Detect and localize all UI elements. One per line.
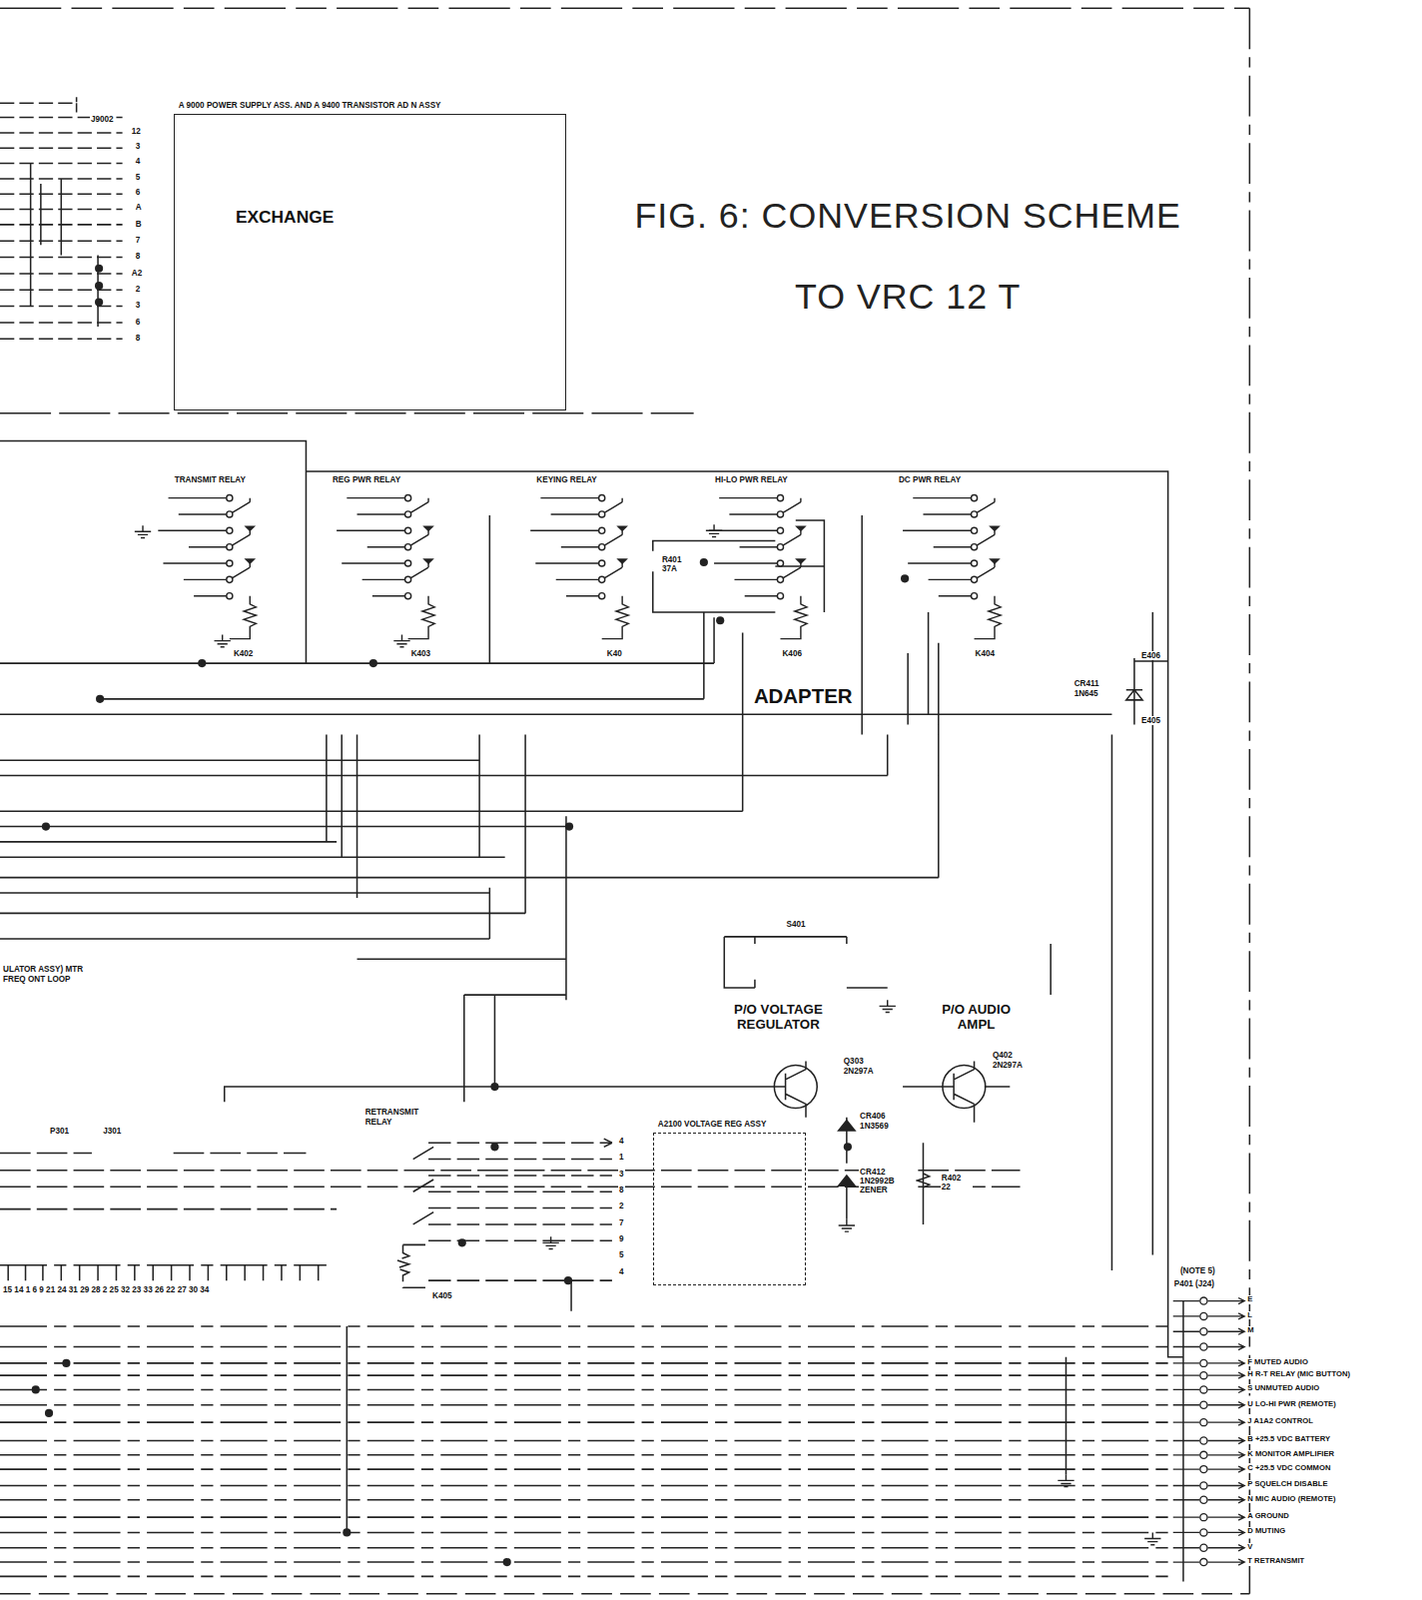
schematic-label: M — [1246, 1326, 1255, 1336]
schematic-label: DC PWR RELAY — [897, 475, 962, 485]
schematic-label: J301 — [101, 1126, 122, 1136]
schematic-label: R402 22 — [940, 1173, 974, 1193]
schematic-label: HI-LO PWR RELAY — [713, 475, 789, 485]
schematic-label: D MUTING — [1246, 1526, 1287, 1536]
schematic-label: 5 — [134, 172, 142, 182]
schematic-label: Q303 2N297A — [842, 1056, 890, 1076]
schematic-label: N MIC AUDIO (REMOTE) — [1246, 1494, 1337, 1504]
schematic-label: RETRANSMIT RELAY — [364, 1107, 432, 1127]
schematic-label: CR412 1N2992B ZENER — [858, 1167, 916, 1196]
schematic-label: Q402 2N297A — [991, 1050, 1039, 1070]
schematic-label: 2 — [134, 284, 142, 294]
schematic-label: T RETRANSMIT — [1246, 1556, 1306, 1566]
schematic-label: P301 — [48, 1126, 70, 1136]
schematic-label: 15 14 1 6 9 21 24 31 29 28 2 25 32 23 33… — [1, 1285, 210, 1295]
schematic-label: K405 — [431, 1291, 454, 1301]
schematic-label: A2 — [130, 268, 143, 278]
schematic-label: 4 — [134, 156, 142, 166]
schematic-label: REG PWR RELAY — [331, 475, 402, 485]
schematic-label: 8 — [134, 251, 142, 261]
schematic-label: 4 — [618, 1267, 626, 1277]
schematic-label: P SQUELCH DISABLE — [1246, 1479, 1329, 1489]
schematic-label: ADAPTER — [752, 685, 854, 710]
figure-title: FIG. 6: CONVERSION SCHEME TO VRC 12 T — [612, 175, 1204, 339]
schematic-label: KEYING RELAY — [535, 475, 598, 485]
schematic-label: CR406 1N3569 — [858, 1111, 914, 1131]
schematic-label: L — [1246, 1311, 1254, 1321]
schematic-label: 6 — [134, 187, 142, 197]
schematic-label: K406 — [780, 649, 803, 659]
schematic-label: K403 — [410, 649, 433, 659]
schematic-label: B — [134, 219, 143, 229]
schematic-label: R401 37A — [661, 555, 695, 575]
schematic-label: 6 — [134, 317, 142, 327]
schematic-label: P/O AUDIO AMPL — [936, 1001, 1017, 1033]
schematic-label: E405 — [1140, 715, 1162, 725]
schematic-label: S401 — [785, 919, 807, 929]
schematic-label: 4 — [618, 1136, 626, 1146]
schematic-label: P401 (J24) — [1173, 1279, 1216, 1289]
schematic-label: J A1A2 CONTROL — [1246, 1417, 1315, 1426]
schematic-label: ULATOR ASSY) MTR FREQ ONT LOOP — [1, 964, 90, 984]
schematic-label: 3 — [618, 1169, 626, 1179]
schematic-label: CR411 1N645 — [1073, 679, 1111, 699]
schematic-label: V — [1246, 1542, 1254, 1552]
schematic-label: S UNMUTED AUDIO — [1246, 1384, 1321, 1394]
schematic-label: E406 — [1140, 651, 1162, 661]
schematic-label: 2 — [618, 1201, 626, 1211]
schematic-label: 3 — [134, 141, 142, 151]
regulator-assembly-box: A2100 VOLTAGE REG ASSY — [653, 1132, 806, 1286]
assembly-heading: A2100 VOLTAGE REG ASSY — [656, 1119, 769, 1129]
schematic-label: 8 — [134, 333, 142, 343]
schematic-label: P/O VOLTAGE REGULATOR — [721, 1001, 834, 1033]
schematic-label: A GROUND — [1246, 1511, 1290, 1521]
schematic-label: 7 — [618, 1218, 626, 1228]
assembly-heading: A 9000 POWER SUPPLY ASS. AND A 9400 TRAN… — [176, 100, 444, 110]
assembly-name: EXCHANGE — [233, 206, 336, 228]
schematic-label: 7 — [134, 235, 142, 245]
schematic-label: K40 — [606, 649, 624, 659]
schematic-label: 3 — [134, 300, 142, 310]
schematic-label: H R-T RELAY (MIC BUTTON) — [1246, 1370, 1352, 1380]
schematic-label: 9 — [618, 1234, 626, 1244]
schematic-label: K402 — [232, 649, 255, 659]
schematic-label: (NOTE 5) — [1179, 1266, 1217, 1276]
schematic-label: K404 — [974, 649, 997, 659]
schematic-label: 1 — [618, 1152, 626, 1162]
schematic-label: 8 — [618, 1185, 626, 1195]
schematic-label: E — [1246, 1295, 1254, 1305]
schematic-label: B +25.5 VDC BATTERY — [1246, 1434, 1332, 1444]
schematic-label: U LO-HI PWR (REMOTE) — [1246, 1400, 1337, 1410]
schematic-label: A — [134, 202, 143, 212]
schematic-label: J9002 — [89, 114, 115, 124]
schematic-label: TRANSMIT RELAY — [173, 475, 247, 485]
schematic-label: K MONITOR AMPLIFIER — [1246, 1449, 1336, 1459]
schematic-label: 5 — [618, 1250, 626, 1260]
schematic-label: C +25.5 VDC COMMON — [1246, 1463, 1332, 1473]
assembly-box: A 9000 POWER SUPPLY ASS. AND A 9400 TRAN… — [173, 113, 567, 410]
schematic-label: 12 — [130, 126, 142, 136]
schematic-label: F MUTED AUDIO — [1246, 1358, 1310, 1368]
